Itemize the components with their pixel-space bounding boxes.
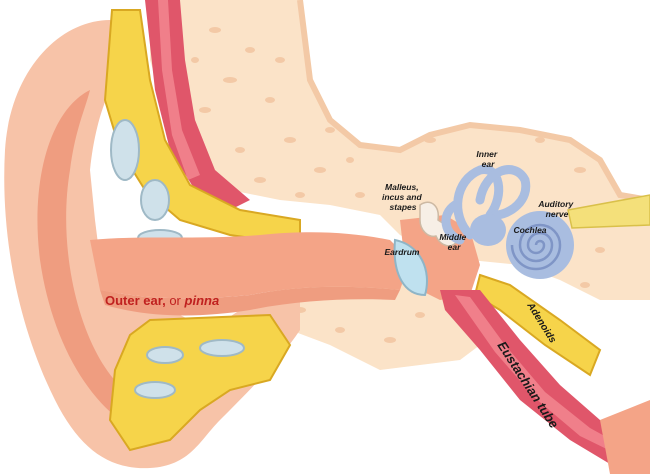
ear-canal-shade: [100, 286, 400, 316]
cartilage-piece-6: [134, 381, 176, 399]
label-eardrum: Eardrum: [385, 247, 420, 257]
cartilage-piece-2: [140, 179, 170, 221]
cartilage-piece-5: [199, 339, 245, 357]
bone-texture: [191, 27, 605, 343]
skull-edge: [297, 0, 650, 203]
label-cochlea: Cochlea: [513, 225, 546, 235]
pharynx-wall: [600, 400, 650, 474]
label-outer-ear: Outer ear, or pinna: [105, 293, 219, 308]
temporal-bone-lower: [270, 280, 500, 370]
cranial-space: [300, 0, 650, 200]
auditory-nerve: [567, 194, 650, 229]
cochlea: [506, 211, 574, 279]
label-malleus: Malleus, incus and stapes: [382, 182, 424, 212]
temporal-muscle-highlight: [158, 0, 200, 180]
label-middle-ear: Middle ear: [439, 232, 468, 252]
label-auditory-nerve: Auditory nerve: [537, 199, 575, 219]
eardrum: [393, 238, 428, 297]
ear-canal: [90, 232, 410, 299]
label-inner-ear: Inner ear: [476, 149, 499, 169]
cartilage-piece-1: [110, 119, 140, 181]
pinna-inner-fold: [37, 90, 190, 431]
semicircular-canals: [441, 165, 531, 245]
vestibule: [470, 214, 506, 246]
cartilage-piece-4: [146, 346, 184, 364]
temporal-muscle: [145, 0, 250, 210]
